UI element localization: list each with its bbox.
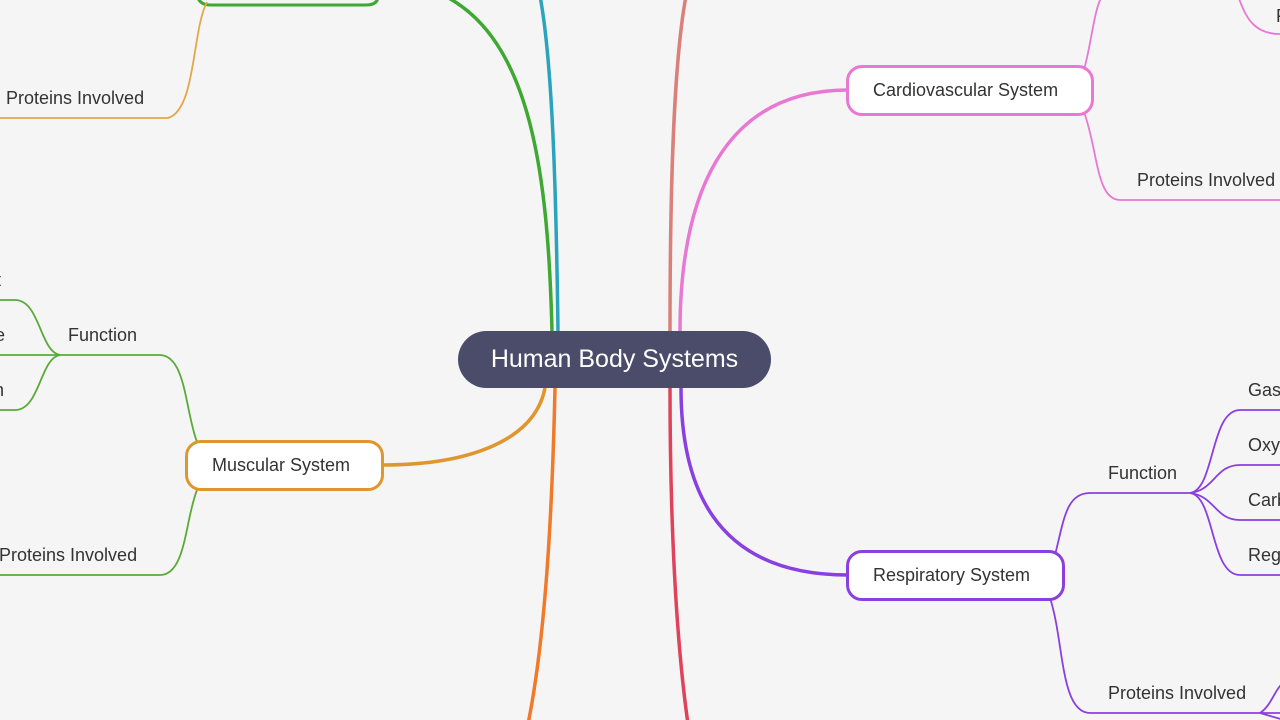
link-root-top-left <box>448 0 554 333</box>
root-node-label: Human Body Systems <box>490 345 739 373</box>
link-root-teal <box>538 0 560 333</box>
muscular-function-item-t[interactable]: t <box>0 270 1 290</box>
link-root-cardiovascular <box>678 88 849 333</box>
respiratory-system-node[interactable]: Respiratory System <box>846 550 1065 601</box>
link-resp-function-oxy <box>1189 464 1280 494</box>
link-respiratory-proteins <box>1049 597 1260 714</box>
root-node[interactable]: Human Body Systems <box>458 331 771 388</box>
link-respiratory-function <box>1054 492 1190 556</box>
link-cardiovascular-top-node <box>1238 0 1280 35</box>
link-muscular-function <box>60 354 198 443</box>
respiratory-function-item-gas[interactable]: Gas <box>1248 380 1280 400</box>
link-muscular-proteins <box>0 489 198 576</box>
respiratory-function-item-carb[interactable]: Carb <box>1248 490 1280 510</box>
muscular-function-item-e[interactable]: e <box>0 325 6 345</box>
muscular-system-node[interactable]: Muscular System <box>185 440 384 491</box>
link-root-muscular <box>381 387 547 467</box>
top-left-proteins-label[interactable]: Proteins Involved <box>6 88 145 108</box>
link-resp-function-reg <box>1189 492 1280 576</box>
respiratory-system-label: Respiratory System <box>873 565 1031 585</box>
link-resp-proteins-children <box>1259 684 1280 720</box>
respiratory-function-label[interactable]: Function <box>1108 463 1178 483</box>
link-musc-function-n <box>0 354 61 411</box>
cardiovascular-system-node[interactable]: Cardiovascular System <box>846 65 1094 116</box>
cardiovascular-top-cut-label[interactable]: F <box>1276 6 1280 26</box>
top-left-node-outline <box>197 0 379 7</box>
link-resp-function-gas <box>1189 409 1280 494</box>
link-cardiovascular-top <box>1083 0 1102 71</box>
muscular-system-label: Muscular System <box>212 455 351 475</box>
link-resp-function-carb <box>1189 492 1280 521</box>
muscular-function-label[interactable]: Function <box>68 325 138 345</box>
muscular-proteins-label[interactable]: Proteins Involved <box>0 545 138 565</box>
link-root-respiratory <box>679 387 849 577</box>
link-top-left-proteins <box>0 1 208 119</box>
cardiovascular-system-label: Cardiovascular System <box>873 80 1059 100</box>
link-root-red-down <box>668 387 690 720</box>
respiratory-function-item-reg[interactable]: Reg <box>1248 545 1280 565</box>
link-root-salmon <box>668 0 688 333</box>
link-musc-function-t <box>0 299 61 356</box>
cardiovascular-proteins-label[interactable]: Proteins Involved <box>1137 170 1276 190</box>
link-cardiovascular-proteins <box>1083 111 1280 201</box>
muscular-function-item-n[interactable]: n <box>0 380 4 400</box>
link-root-orange-down <box>526 387 557 720</box>
respiratory-proteins-label[interactable]: Proteins Involved <box>1108 683 1247 703</box>
respiratory-function-item-oxy[interactable]: Oxy <box>1248 435 1280 455</box>
